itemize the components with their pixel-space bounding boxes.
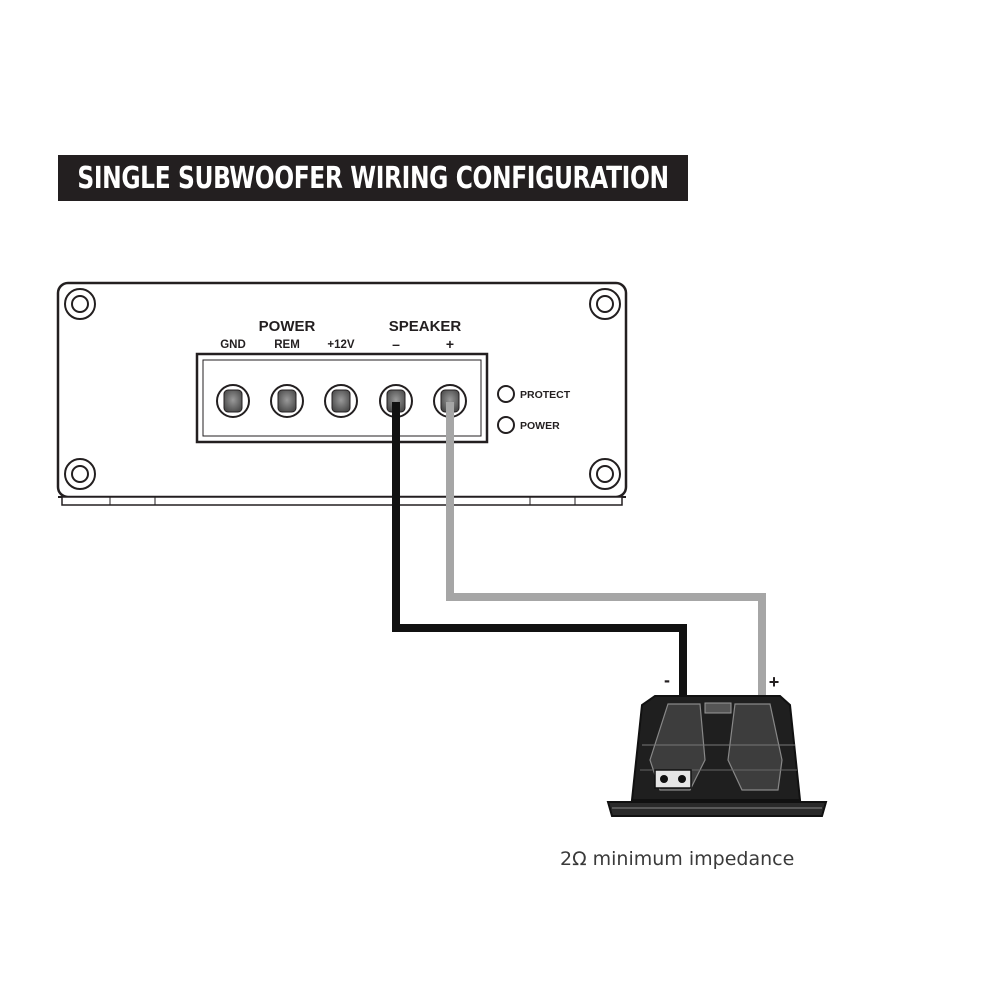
title-banner: SINGLE SUBWOOFER WIRING CONFIGURATION	[58, 155, 688, 201]
screw-bottom-left-icon	[64, 458, 96, 490]
terminal-label-speaker-plus: +	[446, 336, 454, 352]
subwoofer-plus-label: +	[769, 672, 780, 692]
terminal-label-speaker-minus: –	[392, 336, 400, 352]
terminal-label-rem: REM	[274, 339, 300, 351]
positive-wire	[446, 402, 766, 700]
negative-wire	[392, 402, 687, 700]
diagram-title: SINGLE SUBWOOFER WIRING CONFIGURATION	[77, 160, 669, 196]
terminal-12v	[324, 384, 358, 418]
subwoofer: - +	[606, 670, 828, 817]
speaker-group-label: SPEAKER	[389, 318, 462, 335]
terminal-label-12v: +12V	[327, 339, 355, 351]
amplifier: POWER SPEAKER GND REM +12V – +	[56, 281, 628, 506]
impedance-caption: 2Ω minimum impedance	[560, 848, 795, 870]
subwoofer-minus-label: -	[664, 670, 670, 690]
terminal-label-gnd: GND	[220, 339, 246, 351]
power-led-label: POWER	[520, 420, 560, 432]
terminal-rem	[270, 384, 304, 418]
power-group-label: POWER	[259, 318, 316, 335]
screw-top-left-icon	[64, 288, 96, 320]
protect-led-icon	[497, 385, 515, 403]
protect-led-label: PROTECT	[520, 389, 571, 401]
screw-bottom-right-icon	[589, 458, 621, 490]
screw-top-right-icon	[589, 288, 621, 320]
subwoofer-terminal-cup	[654, 769, 692, 789]
amplifier-base-rail	[61, 496, 623, 506]
subwoofer-flange	[606, 801, 828, 817]
terminal-speaker-minus	[379, 384, 413, 418]
power-led-icon	[497, 416, 515, 434]
terminal-gnd	[216, 384, 250, 418]
